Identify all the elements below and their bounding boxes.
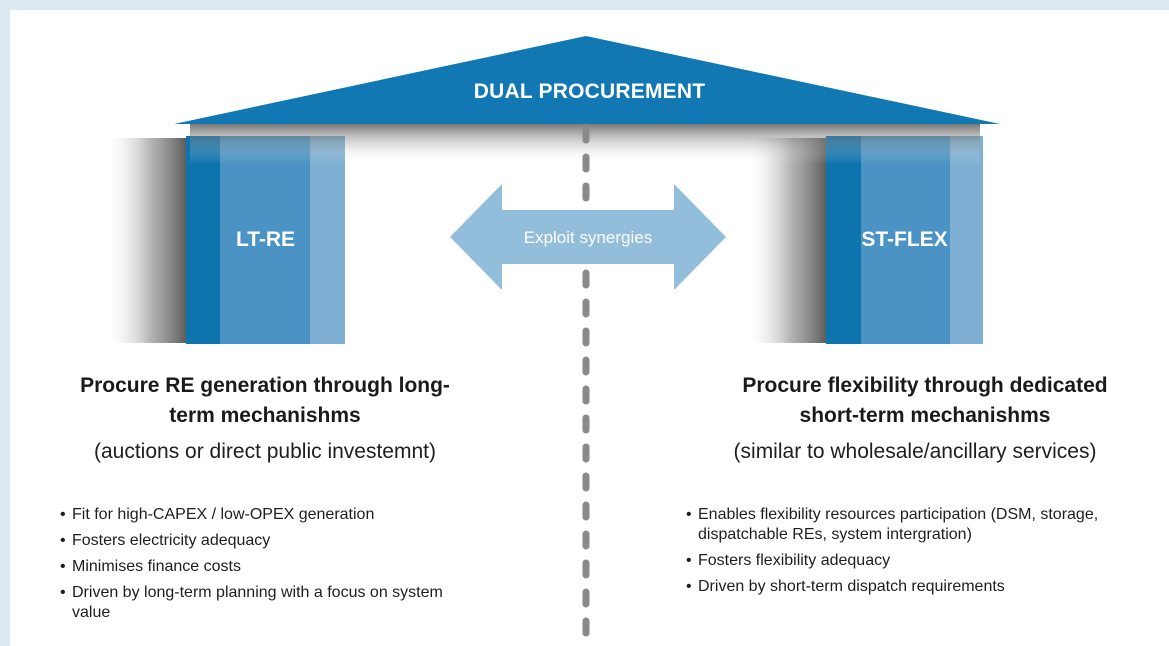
roof-title: DUAL PROCUREMENT [473, 80, 706, 103]
list-item: Driven by short-term dispatch requiremen… [686, 577, 1156, 597]
pillar-left-label: LT-RE [235, 228, 296, 251]
pillar-right [826, 136, 983, 344]
synergy-arrow-label: Exploit synergies [523, 228, 653, 247]
list-item: Driven by long-term planning with a focu… [60, 583, 462, 623]
right-bullet-list: Enables flexibility resources participat… [686, 505, 1156, 603]
roof [174, 36, 1000, 124]
list-item: Fosters electricity adequacy [60, 531, 490, 551]
list-item: Minimises finance costs [60, 557, 490, 577]
diagram-canvas: DUAL PROCUREMENT LT-RE ST-FLEX Exploit s… [10, 10, 1169, 646]
left-heading: Procure RE generation through long-term … [80, 374, 450, 427]
left-subheading: (auctions or direct public investemnt) [94, 440, 436, 463]
pillar-right-label: ST-FLEX [861, 228, 948, 251]
diagram-artwork [105, 36, 1000, 644]
synergy-arrow [450, 184, 726, 290]
right-subheading: (similar to wholesale/ancillary services… [733, 440, 1097, 463]
list-item: Enables flexibility resources participat… [686, 505, 1156, 545]
left-bullet-list: Fit for high-CAPEX / low-OPEX generation… [60, 505, 490, 629]
pillar-shadow-right [745, 138, 827, 343]
list-item: Fosters flexibility adequacy [686, 551, 1156, 571]
pillar-left [186, 136, 345, 344]
pillar-shadow-left [105, 138, 187, 343]
right-heading: Procure flexibility through dedicated sh… [742, 374, 1108, 427]
list-item: Fit for high-CAPEX / low-OPEX generation [60, 505, 490, 525]
